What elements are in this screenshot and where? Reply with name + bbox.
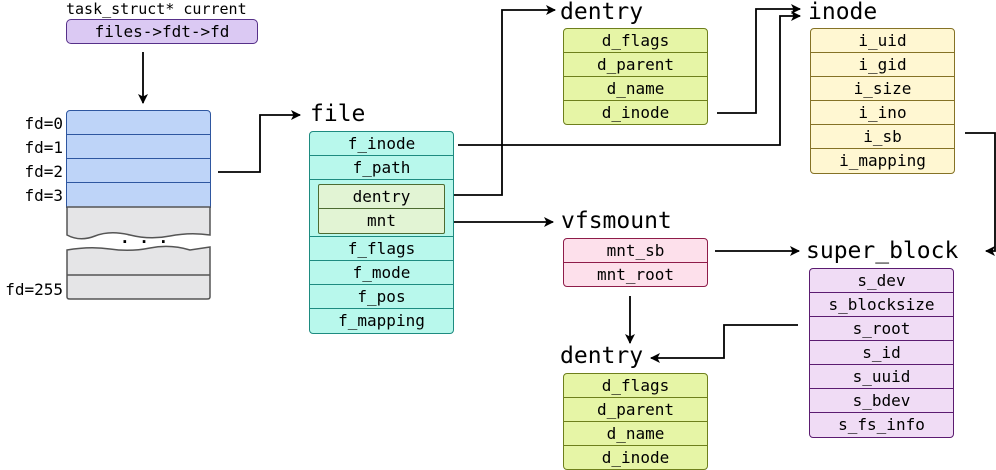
arrow-sroot-to-dentry [650,324,798,363]
inode-field: i_size [811,77,954,101]
arrow-dinode-to-inode [717,4,801,114]
fd-array-gray-slots [66,206,211,300]
vfsmount-title: vfsmount [561,208,672,234]
arrow-dentry-to-dentry [454,5,556,196]
inode-struct: i_uid i_gid i_size i_ino i_sb i_mapping [810,28,955,174]
vfsmount-field-mnt-root: mnt_root [596,265,675,284]
fd-label: fd=2 [24,162,63,181]
file-field-f-path: f_path [310,156,453,180]
fd-label: fd=3 [24,186,63,205]
vfsmount-struct: mnt_sb mnt_root [563,238,708,287]
super-block-field: s_fs_info [838,415,925,434]
super-block-field: s_bdev [810,389,953,413]
dentry-bottom-struct: d_flags d_parent d_name d_inode [563,373,708,470]
super-block-struct: s_dev s_blocksize s_root s_id s_uuid s_b… [809,268,954,438]
task-files-field: files->fdt->fd [94,22,230,41]
fd-label-last: fd=255 [5,280,63,299]
task-struct-label: task_struct* current [66,0,247,18]
fd-array [66,110,211,208]
super-block-field: s_uuid [810,365,953,389]
inode-field: i_uid [811,29,954,53]
super-block-field: s_blocksize [810,293,953,317]
arrow-finode-to-inode [458,11,801,146]
dentry-field: d_flags [564,29,707,53]
file-field-f-pos: f_pos [310,285,453,309]
arrow-isb-to-superblock [965,132,996,256]
path-field-dentry: dentry [319,185,444,209]
dentry-field: d_flags [564,374,707,398]
dentry-top-title: dentry [560,0,644,25]
fd-slot [67,135,210,159]
dentry-field: d_parent [564,53,707,77]
super-block-field: s_dev [810,269,953,293]
inode-field: i_ino [811,101,954,125]
dentry-field-d-inode: d_inode [601,103,670,122]
inode-title: inode [808,0,878,25]
vfsmount-field-mnt-sb: mnt_sb [564,239,707,263]
inode-field-i-sb: i_sb [811,125,954,149]
dentry-field: d_inode [601,448,670,467]
dentry-field: d_parent [564,398,707,422]
task-files-box: files->fdt->fd [66,19,258,44]
fd-slot [67,159,210,183]
file-field-f-mode: f_mode [310,261,453,285]
file-field-f-inode: f_inode [310,132,453,156]
arrow-fd-to-file [218,110,301,173]
super-block-field-s-root: s_root [810,317,953,341]
fd-label: fd=0 [24,114,63,133]
dentry-field: d_name [564,77,707,101]
path-struct: dentry mnt [318,184,445,234]
fd-ellipsis: . . . [120,228,169,247]
file-field-f-mapping: f_mapping [338,311,425,330]
dentry-field: d_name [564,422,707,446]
super-block-field: s_id [810,341,953,365]
path-field-mnt: mnt [367,211,396,230]
file-path-container [310,180,453,237]
dentry-top-struct: d_flags d_parent d_name d_inode [563,28,708,125]
file-field-f-flags: f_flags [310,237,453,261]
file-title: file [310,101,366,127]
dentry-bottom-title: dentry [560,343,644,369]
super-block-title: super_block [806,238,959,264]
inode-field: i_mapping [839,151,926,170]
fd-label: fd=1 [24,138,63,157]
fd-slot [67,111,210,135]
inode-field: i_gid [811,53,954,77]
